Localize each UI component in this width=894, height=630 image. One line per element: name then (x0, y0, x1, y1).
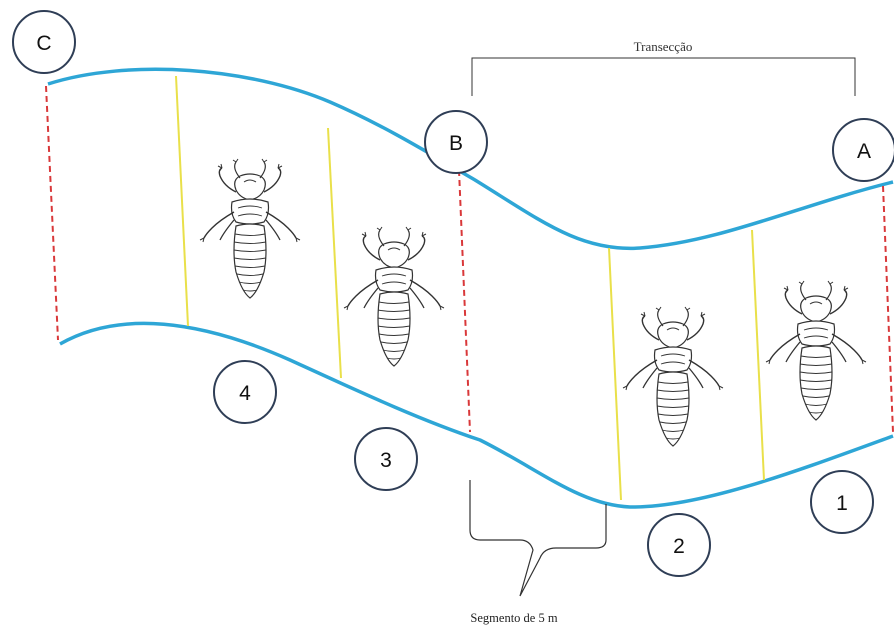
boundary-c (46, 86, 58, 340)
point-label: B (449, 132, 463, 155)
larva-icon (623, 307, 723, 446)
point-a-marker: A (833, 119, 894, 181)
segment-number-1: 1 (811, 471, 873, 533)
svg-text:1: 1 (836, 492, 848, 515)
segment-number-3: 3 (355, 428, 417, 490)
segment-number-2: 2 (648, 514, 710, 576)
larva-icon (200, 159, 300, 298)
segment-number-4: 4 (214, 361, 276, 423)
point-b-marker: B (425, 111, 487, 173)
segment-label: Segmento de 5 m (470, 611, 557, 625)
svg-text:3: 3 (380, 449, 392, 472)
larva-icon (766, 281, 866, 420)
transect-bracket (472, 58, 855, 96)
point-label: C (36, 32, 51, 55)
band-bottom-edge (60, 323, 893, 507)
larva-icon (344, 227, 444, 366)
boundary-a (883, 186, 893, 432)
point-c-marker: C (13, 11, 75, 73)
transect-label: Transecção (634, 39, 693, 54)
boundary-b (459, 170, 470, 432)
point-label: A (857, 140, 871, 163)
svg-text:4: 4 (239, 382, 251, 405)
svg-text:2: 2 (673, 535, 685, 558)
